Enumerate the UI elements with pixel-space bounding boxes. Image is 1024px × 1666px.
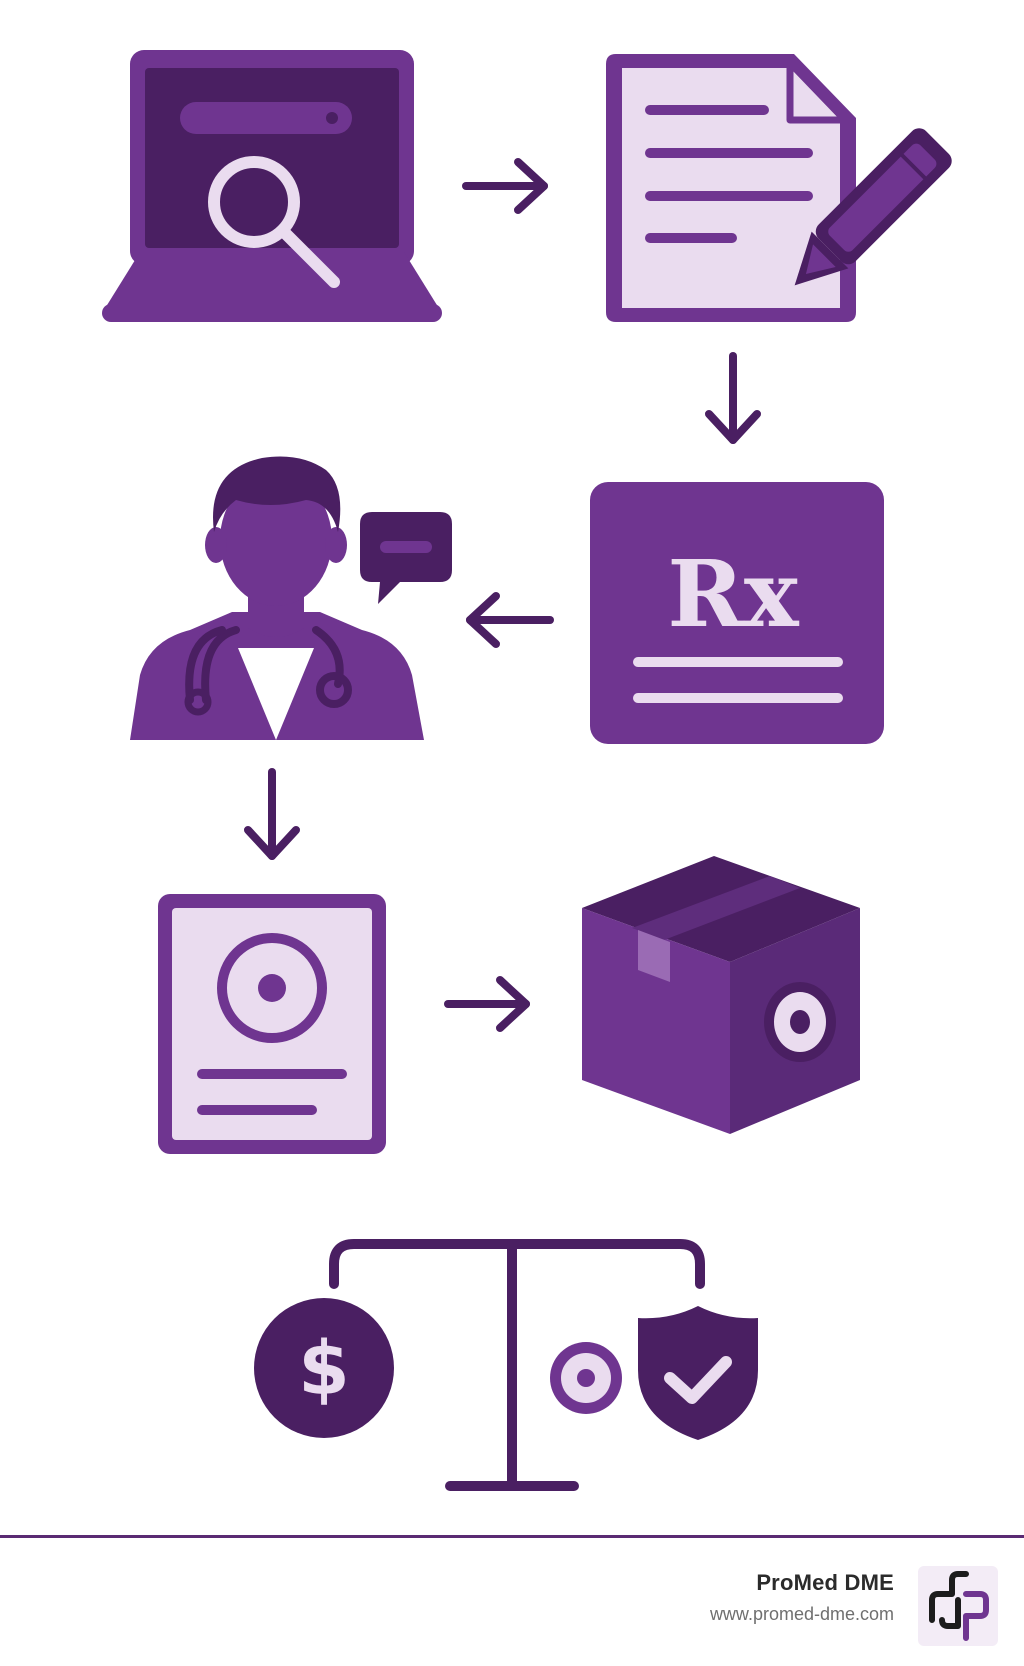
arrow-right-icon [462,158,548,214]
footer-brand: ProMed DME www.promed-dme.com [710,1570,894,1625]
footer-divider [0,1535,1024,1538]
device-icon [550,1342,622,1414]
process-diagram: Rx [102,50,952,1491]
document-pen-icon [606,54,952,322]
shield-check-icon [638,1306,758,1440]
brand-url[interactable]: www.promed-dme.com [709,1604,894,1624]
dollar-coin-icon: $ [254,1298,394,1438]
arrow-right-icon [444,976,530,1032]
product-sheet-icon [158,894,386,1154]
rx-card-icon: Rx [590,482,884,744]
laptop-search-icon [102,50,442,322]
arrow-down-icon [244,768,300,860]
rx-glyph: Rx [667,540,799,648]
arrow-down-icon [705,352,761,444]
arrow-left-icon [466,592,554,648]
promed-logo-icon [918,1566,998,1646]
doctor-consult-icon [130,456,452,740]
shipping-box-icon [582,856,860,1134]
brand-name: ProMed DME [756,1570,894,1595]
svg-text:$: $ [298,1326,350,1412]
balance-scale-icon: $ [254,1239,758,1491]
